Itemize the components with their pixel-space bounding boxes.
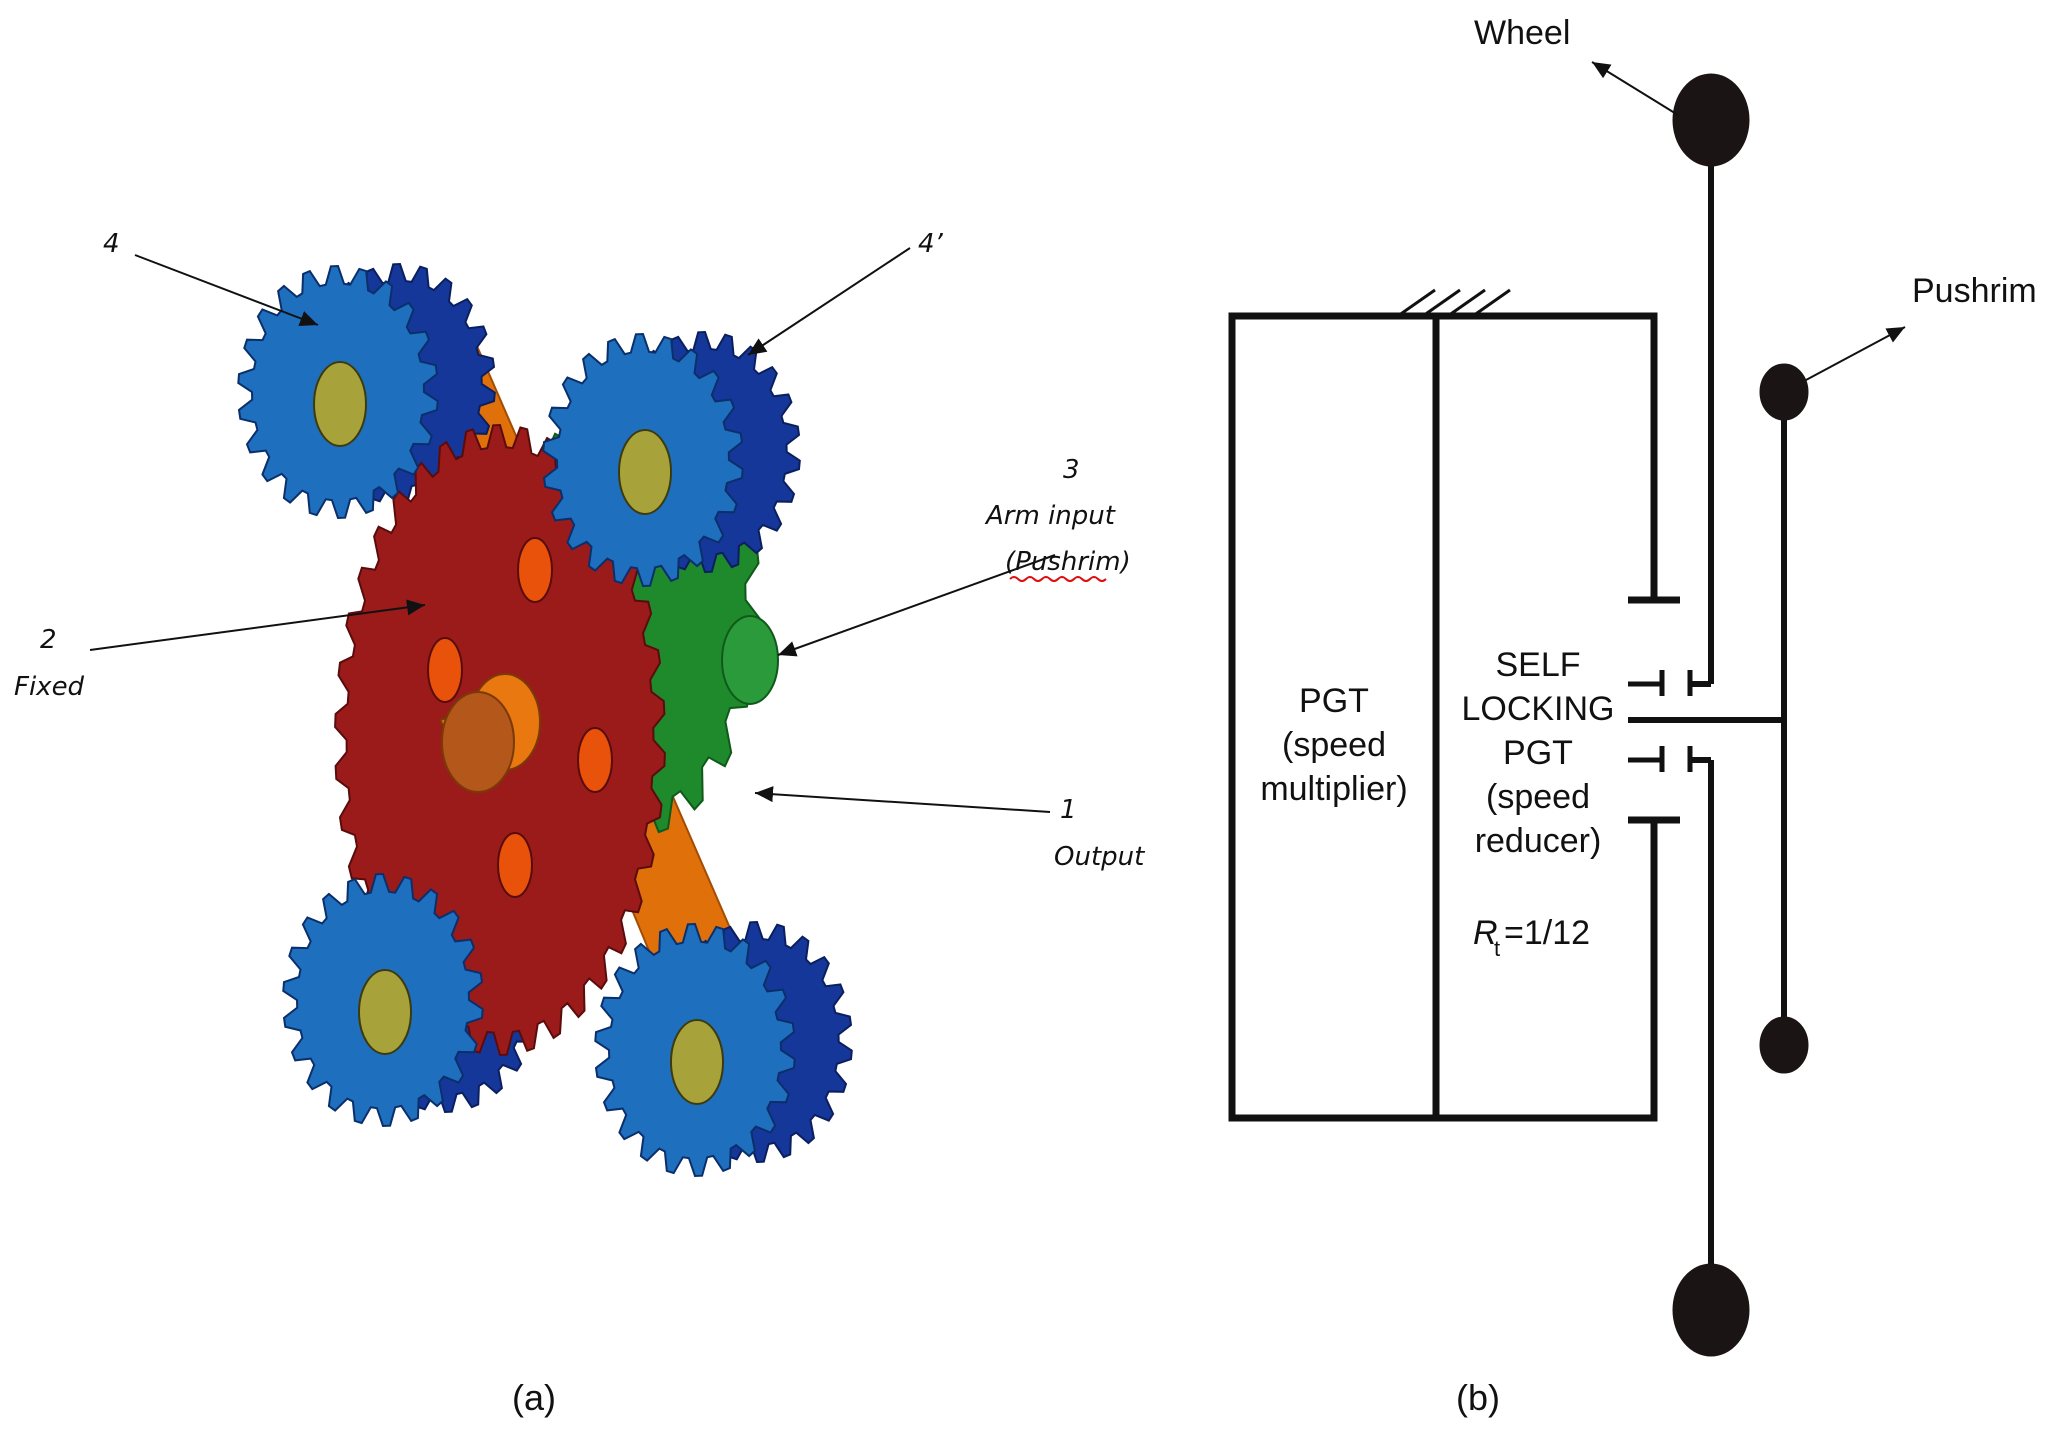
- label-gear-2-name: Fixed: [14, 672, 85, 702]
- arrow-pushrim: [1805, 326, 1906, 381]
- arm-input-hub: [721, 615, 779, 705]
- fixed-gear-hole: [577, 727, 613, 793]
- arrow-wheel: [1591, 61, 1679, 116]
- ratio-subscript: t: [1494, 936, 1500, 961]
- caption-a: (a): [512, 1377, 556, 1418]
- pushrim-label: Pushrim: [1912, 272, 2037, 310]
- self-locking-connector: [1628, 316, 1680, 1118]
- label-gear-4: 4: [103, 229, 120, 259]
- panel-b-schematic: [1228, 61, 1906, 1357]
- left-box-line2: (speed: [1282, 726, 1386, 764]
- pushrim-top: [1759, 363, 1809, 421]
- label-gear-3-line1: Arm input: [984, 501, 1116, 531]
- arrow-gear-1: [754, 786, 1051, 813]
- label-gear-2-number: 2: [40, 625, 57, 655]
- spellcheck-underline: [1009, 576, 1107, 582]
- arrow-gear-2: [89, 599, 426, 651]
- caption-b: (b): [1456, 1377, 1500, 1418]
- pushrim-bottom: [1759, 1016, 1809, 1074]
- ratio-value: =1/12: [1504, 914, 1590, 952]
- planet-gear-4-prime-hub: [618, 429, 672, 515]
- label-gear-3-number: 3: [1063, 455, 1080, 485]
- arrow-gear-3: [777, 554, 1056, 657]
- left-box-line3: multiplier): [1260, 770, 1407, 808]
- pushrim-shaft: [1628, 392, 1787, 1045]
- planet-gear-lower-right-hub: [670, 1019, 724, 1105]
- right-box-line3: PGT: [1503, 734, 1573, 772]
- fixed-gear: [334, 423, 666, 1057]
- left-box-line1: PGT: [1299, 682, 1369, 720]
- panel-a-gear-assembly: 4 4’ 3 Arm input (Pushrim) 2 Fixed 1 Out…: [14, 229, 1145, 1418]
- fixed-gear-shaft-face: [441, 691, 515, 793]
- arrow-gear-4-prime: [747, 247, 911, 356]
- leader-arrows: [89, 247, 1056, 813]
- label-gear-1-number: 1: [1060, 795, 1077, 825]
- wheel-bottom: [1672, 1263, 1750, 1357]
- label-gear-1-name: Output: [1054, 842, 1145, 872]
- right-box-line5: reducer): [1475, 822, 1602, 860]
- fixed-gear-hole: [497, 832, 533, 898]
- wheel-top: [1672, 73, 1750, 167]
- planet-gears-front: [237, 264, 796, 1178]
- label-gear-3-line2: (Pushrim): [1005, 547, 1131, 577]
- ratio-symbol: R: [1473, 914, 1498, 952]
- fixed-gear-hole: [517, 537, 553, 603]
- wheel-label: Wheel: [1474, 14, 1570, 52]
- label-gear-4-prime: 4’: [918, 229, 944, 259]
- planet-gear-4-hub: [313, 361, 367, 447]
- planet-gear-lower-left-hub: [358, 969, 412, 1055]
- fixed-gear-hole: [427, 637, 463, 703]
- right-box-line2: LOCKING: [1461, 690, 1614, 728]
- wheel-shaft: [1687, 160, 1714, 1310]
- right-box-line1: SELF: [1495, 646, 1580, 684]
- arrow-gear-4: [134, 254, 319, 327]
- right-box-line4: (speed: [1486, 778, 1590, 816]
